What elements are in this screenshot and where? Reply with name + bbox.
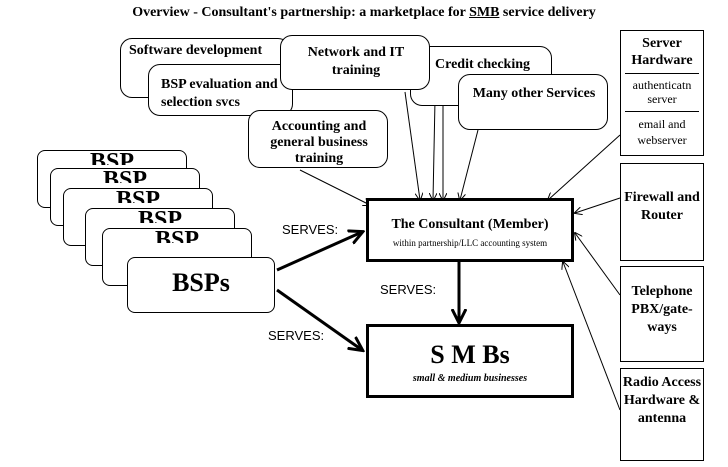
network-it-label: Network and IT training	[307, 45, 405, 78]
server-item-authentication: authenticatn server	[632, 78, 692, 106]
arrow-bsps-to-smbs	[276, 288, 362, 350]
arrow-many-other	[460, 129, 479, 200]
software-development-label: Software development	[129, 43, 263, 58]
arrow-bsp-eval	[433, 99, 435, 200]
arrow-accounting	[299, 169, 370, 205]
server-hardware-title: Server Hardware	[631, 36, 693, 68]
arrow-network	[404, 91, 420, 200]
accounting-training-label: Accounting and general business training	[270, 119, 368, 166]
serves-label-top: SERVES:	[282, 222, 339, 237]
smbs-box: S M Bs small & medium businesses	[366, 324, 574, 398]
bsp-stack-card-1-label: BSP	[89, 151, 134, 165]
server-hardware-box: Server Hardware authenticatn server emai…	[620, 30, 704, 156]
network-it-box: Network and IT training	[280, 35, 430, 90]
server-item-email-web: email and webserver	[637, 117, 687, 147]
smbs-subtitle: small & medium businesses	[412, 373, 528, 384]
serves-label-middle: SERVES:	[380, 282, 437, 297]
credit-checking-label: Credit checking	[435, 57, 531, 72]
arrow-server	[548, 134, 621, 200]
bsp-stack-card-2-label: BSP	[102, 169, 147, 183]
arrow-firewall	[575, 197, 621, 213]
consultant-title: The Consultant (Member)	[391, 217, 549, 232]
bsp-evaluation-box: BSP evaluation and selection svcs	[148, 64, 293, 116]
arrow-bsps-to-consultant	[276, 232, 362, 272]
bsp-stack-card-4-label: BSP	[137, 209, 182, 223]
telephone-box: Telephone PBX/gate-ways	[620, 266, 704, 362]
arrow-radio	[563, 262, 621, 411]
radio-access-label: Radio Access Hardware & antenna	[622, 375, 702, 426]
bsps-box: BSPs	[127, 257, 275, 313]
serves-label-bottom: SERVES:	[268, 328, 325, 343]
many-other-services-label: Many other Services	[472, 86, 596, 101]
bsps-label: BSPs	[172, 268, 230, 297]
consultant-subtitle: within partnership/LLC accounting system	[392, 238, 548, 248]
page-title: Overview - Consultant's partnership: a m…	[132, 5, 596, 20]
accounting-training-box: Accounting and general business training	[248, 110, 388, 168]
smbs-title: S M Bs	[430, 340, 510, 369]
consultant-box: The Consultant (Member) within partnersh…	[366, 198, 574, 262]
bsp-evaluation-label: BSP evaluation and selection svcs	[161, 77, 278, 110]
radio-access-box: Radio Access Hardware & antenna	[620, 368, 704, 461]
bsp-stack-card-3-label: BSP	[115, 189, 160, 203]
server-divider-2	[625, 111, 699, 112]
bsp-stack-card-5-label: BSP	[154, 229, 199, 243]
telephone-label: Telephone PBX/gate-ways	[631, 284, 693, 335]
firewall-router-label: Firewall and Router	[624, 190, 700, 223]
firewall-router-box: Firewall and Router	[620, 163, 704, 261]
arrow-telephone	[575, 233, 621, 296]
server-divider-1	[625, 73, 699, 74]
many-other-services-box: Many other Services	[458, 74, 608, 130]
title-smb: SMB	[469, 5, 500, 20]
